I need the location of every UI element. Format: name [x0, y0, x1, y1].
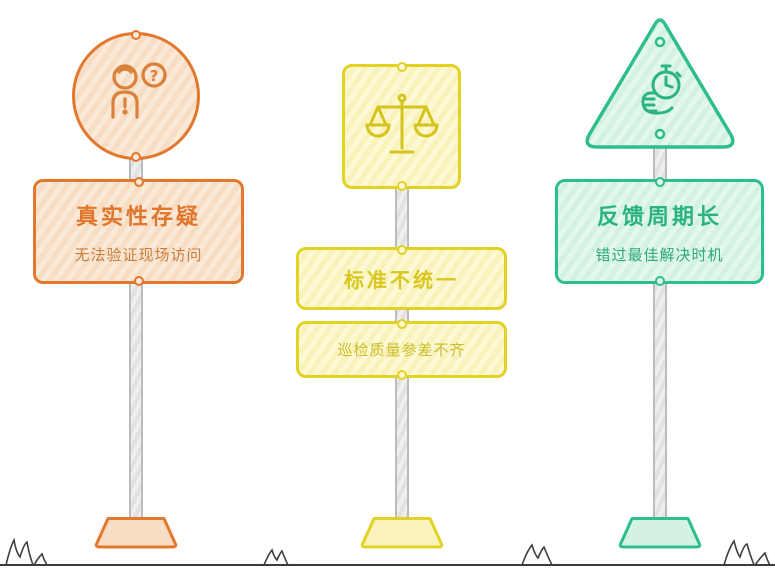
middle-icon-sign — [342, 62, 461, 191]
left-sign-title: 真实性存疑 — [75, 204, 201, 230]
middle-subtitle-sign: 巡检质量参差不齐 — [296, 319, 507, 380]
right-icon-sign — [578, 10, 742, 156]
right-sign-title: 反馈周期长 — [596, 204, 722, 230]
left-sign-subtitle: 无法验证现场访问 — [74, 245, 203, 264]
bolt-icon — [131, 30, 141, 40]
bolt-icon — [396, 181, 407, 191]
bolt-icon — [654, 276, 665, 286]
bolt-icon — [396, 319, 407, 329]
left-text-sign: 真实性存疑 无法验证现场访问 — [33, 177, 244, 286]
person-question-icon: ? — [111, 62, 167, 119]
signpost-base-right — [618, 517, 702, 549]
bolt-icon — [654, 177, 665, 187]
balance-scale-icon — [365, 93, 438, 153]
middle-sign-subtitle: 巡检质量参差不齐 — [337, 341, 466, 359]
bolt-icon — [396, 245, 407, 255]
grass-tuft-icon — [5, 538, 771, 566]
triangle-sign-shape — [585, 18, 735, 149]
signpost-base-left — [94, 517, 178, 549]
signpost-base-middle — [360, 517, 444, 549]
bolt-icon — [396, 370, 407, 380]
right-text-sign: 反馈周期长 错过最佳解决时机 — [555, 177, 764, 286]
middle-sign-title: 标准不统一 — [344, 268, 459, 292]
bolt-icon — [133, 276, 144, 286]
bolt-icon — [133, 177, 144, 187]
bolt-icon — [396, 62, 407, 72]
ground-line — [0, 538, 775, 566]
hand-stopwatch-icon — [641, 64, 682, 115]
bolt-icon — [131, 152, 141, 162]
right-sign-subtitle: 错过最佳解决时机 — [595, 245, 724, 264]
middle-title-sign: 标准不统一 — [296, 245, 507, 310]
left-icon-sign: ? — [72, 30, 200, 162]
svg-text:?: ? — [150, 67, 159, 85]
